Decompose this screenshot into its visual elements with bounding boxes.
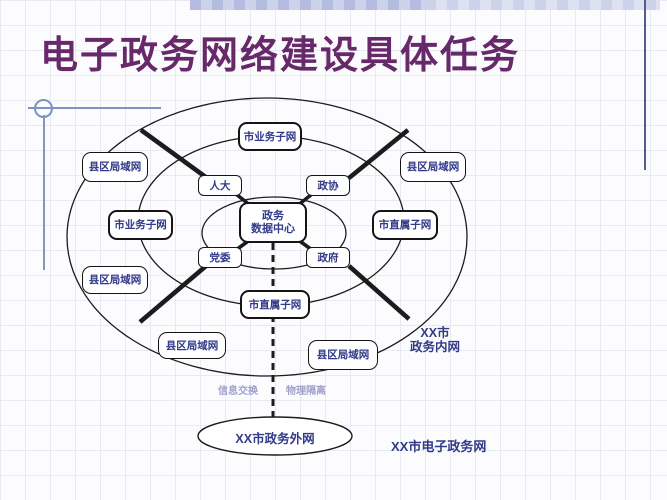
node-city-business-subnet-top: 市业务子网	[238, 122, 302, 151]
node-city-direct-subnet-right: 市直属子网	[372, 210, 438, 240]
top-border-strip-right	[425, 0, 660, 10]
node-label: 县区局域网	[165, 339, 219, 352]
intranet-label-line2: 政务内网	[409, 340, 460, 354]
node-renda: 人大	[198, 175, 242, 196]
node-label: 市业务子网	[243, 130, 297, 143]
spoke-top-right	[347, 128, 410, 180]
slide-title: 电子政务网络建设具体任务	[40, 35, 521, 77]
node-label: 市业务子网	[114, 219, 167, 231]
node-dangwei: 党委	[198, 247, 242, 268]
node-label: 县区局域网	[88, 161, 142, 173]
node-zhengfu: 政府	[306, 247, 350, 268]
whole-network-label: XX市电子政务网	[391, 439, 487, 454]
top-border-strip-left	[190, 0, 425, 10]
node-county-lan-mid-left: 县区局域网	[82, 266, 148, 294]
gov-data-center-line1: 政务	[262, 209, 284, 222]
node-county-lan-bottom-left: 县区局域网	[158, 332, 226, 359]
node-county-lan-top-right: 县区局域网	[400, 152, 466, 182]
spoke-bottom-left	[138, 264, 208, 324]
left-decoration-vline	[43, 115, 45, 270]
node-label: 县区局域网	[406, 161, 460, 173]
physical-isolation-label: 物理隔离	[286, 386, 326, 397]
node-label: 县区局域网	[316, 349, 370, 361]
extranet-label: XX市政务外网	[235, 432, 315, 446]
node-label: 政协	[317, 179, 339, 192]
node-label: 市直属子网	[378, 219, 432, 231]
node-label: 政务 数据中心	[251, 210, 295, 236]
node-label: 政府	[317, 251, 339, 264]
spoke-top-left	[139, 128, 209, 180]
node-label: 县区局域网	[88, 274, 142, 286]
node-zhengxie: 政协	[306, 175, 350, 196]
intranet-label: XX市 政务内网	[398, 326, 472, 354]
intranet-label-line1: XX市	[420, 326, 450, 340]
gov-data-center-line2: 数据中心	[251, 222, 295, 235]
extranet-ellipse	[197, 416, 353, 456]
spoke-bottom-right	[347, 264, 411, 321]
node-county-lan-bottom-right: 县区局域网	[308, 340, 378, 370]
outer-ring-ellipse	[66, 97, 468, 377]
node-county-lan-top-left: 县区局域网	[82, 152, 148, 182]
node-city-business-subnet-left: 市业务子网	[108, 210, 173, 240]
node-gov-data-center: 政务 数据中心	[239, 202, 307, 243]
node-label: 党委	[209, 251, 231, 264]
node-label: 人大	[209, 179, 231, 192]
node-label: 市直属子网	[248, 298, 302, 311]
right-decoration-line	[644, 0, 646, 170]
left-decoration-hline	[28, 107, 161, 109]
info-exchange-label: 信息交换	[218, 386, 258, 397]
node-city-direct-subnet-bottom: 市直属子网	[240, 290, 310, 319]
